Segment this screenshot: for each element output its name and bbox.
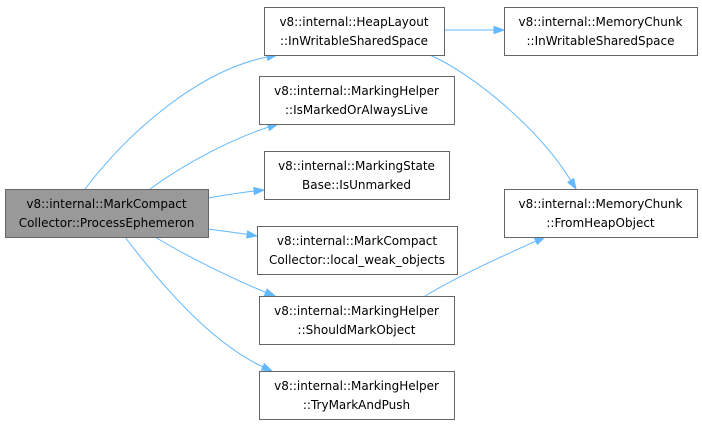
edge-arrowhead	[566, 177, 577, 191]
node-box[interactable]	[504, 189, 698, 238]
node-label-line-2: ::InWritableSharedSpace	[526, 34, 674, 48]
node-label-line-1: v8::internal::MarkingHelper	[274, 84, 439, 98]
edge-line	[124, 236, 265, 368]
edge-line	[207, 190, 256, 199]
node-box[interactable]	[264, 151, 450, 200]
edge-process_ephemeron-to-markinghelper_shouldmark	[154, 236, 277, 297]
node-label-line-1: v8::internal::MemoryChunk	[519, 15, 683, 29]
node-markingstate_isunmarked[interactable]: v8::internal::MarkingStateBase::IsUnmark…	[264, 151, 450, 200]
node-label-line-1: v8::internal::MarkCompact	[26, 197, 187, 211]
nodes-layer: v8::internal::MarkCompactCollector::Proc…	[5, 7, 698, 420]
node-box[interactable]	[259, 371, 455, 420]
node-label-line-2: ::FromHeapObject	[546, 216, 655, 230]
node-memorychunk_fromheap[interactable]: v8::internal::MemoryChunk::FromHeapObjec…	[504, 189, 698, 238]
node-label-line-2: Collector::ProcessEphemeron	[19, 216, 195, 230]
edge-process_ephemeron-to-markinghelper_trymark	[124, 236, 274, 372]
edge-arrowhead	[253, 186, 266, 196]
node-markcompact_localweak[interactable]: v8::internal::MarkCompactCollector::loca…	[257, 226, 458, 275]
node-markinghelper_trymark[interactable]: v8::internal::MarkingHelper::TryMarkAndP…	[259, 371, 455, 420]
node-label-line-1: v8::internal::HeapLayout	[279, 15, 428, 29]
edge-arrowhead	[263, 288, 277, 297]
node-label-line-1: v8::internal::MarkCompact	[277, 234, 438, 248]
edge-heaplayout_inwritable-to-memorychunk_fromheap	[429, 54, 577, 191]
node-label-line-2: ::InWritableSharedSpace	[280, 34, 428, 48]
node-label-line-1: v8::internal::MarkingHelper	[274, 379, 439, 393]
node-box[interactable]	[5, 189, 209, 238]
edge-arrowhead	[493, 25, 506, 35]
edge-line	[424, 240, 537, 297]
node-box[interactable]	[259, 296, 455, 345]
node-box[interactable]	[504, 7, 698, 56]
node-label-line-2: Collector::local_weak_objects	[269, 253, 445, 267]
node-label-line-2: ::IsMarkedOrAlwaysLive	[285, 103, 428, 117]
edge-arrowhead	[533, 236, 547, 246]
edge-process_ephemeron-to-markcompact_localweak	[207, 228, 259, 239]
node-box[interactable]	[259, 76, 455, 125]
node-label-line-2: ::TryMarkAndPush	[303, 398, 410, 412]
node-label-line-2: ::ShouldMarkObject	[298, 323, 416, 337]
node-markinghelper_ismarked[interactable]: v8::internal::MarkingHelper::IsMarkedOrA…	[259, 76, 455, 125]
node-box[interactable]	[257, 226, 458, 275]
node-label-line-1: v8::internal::MarkingState	[278, 159, 435, 173]
node-markinghelper_shouldmark[interactable]: v8::internal::MarkingHelper::ShouldMarkO…	[259, 296, 455, 345]
edge-line	[207, 228, 249, 236]
edge-line	[154, 236, 267, 294]
edge-line	[429, 54, 572, 182]
edge-process_ephemeron-to-markinghelper_ismarked	[149, 123, 280, 190]
node-memorychunk_inwritable[interactable]: v8::internal::MemoryChunk::InWritableSha…	[504, 7, 698, 56]
node-box[interactable]	[264, 7, 445, 56]
node-heaplayout_inwritable[interactable]: v8::internal::HeapLayout::InWritableShar…	[264, 7, 445, 56]
edges-layer	[84, 25, 577, 372]
edge-arrowhead	[260, 362, 274, 372]
node-process_ephemeron[interactable]: v8::internal::MarkCompactCollector::Proc…	[5, 189, 209, 238]
node-label-line-1: v8::internal::MemoryChunk	[519, 197, 683, 211]
edge-line	[149, 126, 270, 190]
node-label-line-2: Base::IsUnmarked	[302, 178, 411, 192]
edge-arrowhead	[245, 230, 259, 239]
node-label-line-1: v8::internal::MarkingHelper	[274, 304, 439, 318]
edge-process_ephemeron-to-markingstate_isunmarked	[207, 186, 266, 199]
edge-heaplayout_inwritable-to-memorychunk_inwritable	[444, 25, 506, 35]
edge-line	[84, 56, 269, 190]
